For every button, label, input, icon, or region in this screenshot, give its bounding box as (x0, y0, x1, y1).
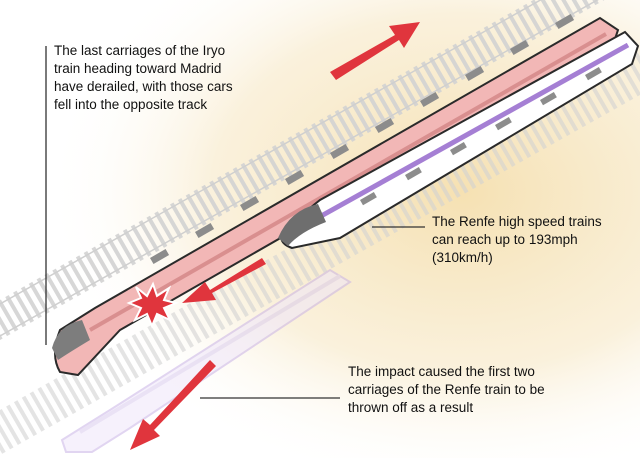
arrow-renfe-direction (182, 258, 266, 303)
renfe-windows (360, 67, 602, 206)
arrow-iryo-direction (330, 22, 420, 80)
leader-lines (45, 46, 425, 399)
iryo-windows (149, 13, 575, 265)
renfe-train (278, 30, 640, 250)
arrow-icon (130, 22, 420, 450)
renfe-train-nose (278, 204, 326, 246)
arrow-ghost-direction (130, 360, 216, 450)
iryo-train-nose (52, 320, 90, 360)
renfe-ghost-carriages (60, 268, 352, 453)
renfe-speed-caption: The Renfe high speed trains can reach up… (432, 214, 602, 265)
iryo-derailment-caption: The last carriages of the Iryo train hea… (54, 43, 233, 112)
impact-burst-icon (126, 281, 180, 329)
impact-result-caption: The impact caused the first two carriage… (348, 364, 545, 415)
track-upper (0, 0, 605, 340)
renfe-train-stripe (303, 42, 630, 228)
